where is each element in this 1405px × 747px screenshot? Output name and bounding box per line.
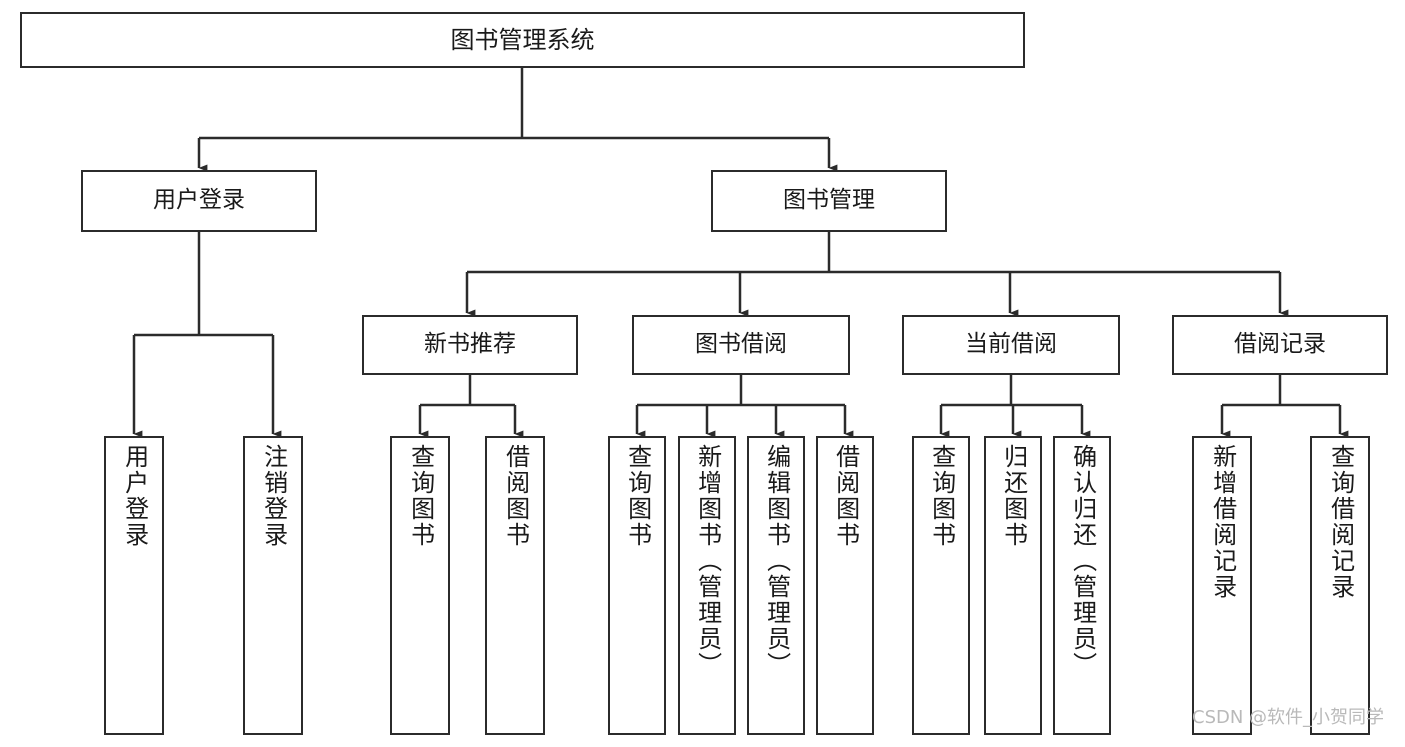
node-label-leaf-add-book: 新增图书（管理员） (693, 444, 722, 678)
node-label-borrow-record: 借阅记录 (1234, 331, 1326, 358)
node-leaf-query-book-3[interactable]: 查询图书 (912, 436, 970, 735)
node-new-book-rec[interactable]: 新书推荐 (362, 315, 578, 375)
node-root[interactable]: 图书管理系统 (20, 12, 1025, 68)
node-user-login[interactable]: 用户登录 (81, 170, 317, 232)
csdn-watermark: CSDN @软件_小贺同学 (1192, 707, 1385, 728)
node-leaf-edit-book[interactable]: 编辑图书（管理员） (747, 436, 805, 735)
node-label-leaf-user-logout: 注销登录 (259, 444, 288, 548)
node-label-leaf-query-book-1: 查询图书 (406, 444, 435, 548)
node-label-book-borrow: 图书借阅 (695, 331, 787, 358)
node-leaf-return-book[interactable]: 归还图书 (984, 436, 1042, 735)
node-label-new-book-rec: 新书推荐 (424, 331, 516, 358)
node-current-borrow[interactable]: 当前借阅 (902, 315, 1120, 375)
node-leaf-query-book-1[interactable]: 查询图书 (390, 436, 450, 735)
node-leaf-query-record[interactable]: 查询借阅记录 (1310, 436, 1370, 735)
node-label-leaf-query-book-2: 查询图书 (623, 444, 652, 548)
node-leaf-user-logout[interactable]: 注销登录 (243, 436, 303, 735)
node-label-root: 图书管理系统 (450, 25, 595, 54)
node-label-leaf-add-record: 新增借阅记录 (1208, 444, 1237, 600)
node-leaf-query-book-2[interactable]: 查询图书 (608, 436, 666, 735)
node-borrow-record[interactable]: 借阅记录 (1172, 315, 1388, 375)
node-label-leaf-query-book-3: 查询图书 (927, 444, 956, 548)
node-label-leaf-user-login: 用户登录 (120, 444, 149, 548)
node-leaf-add-record[interactable]: 新增借阅记录 (1192, 436, 1252, 735)
node-leaf-user-login[interactable]: 用户登录 (104, 436, 164, 735)
node-book-manage[interactable]: 图书管理 (711, 170, 947, 232)
edge-layer (132, 68, 1349, 438)
node-leaf-confirm-return[interactable]: 确认归还（管理员） (1053, 436, 1111, 735)
node-label-leaf-return-book: 归还图书 (999, 444, 1028, 548)
node-leaf-borrow-book-1[interactable]: 借阅图书 (485, 436, 545, 735)
node-label-leaf-borrow-book-1: 借阅图书 (501, 444, 530, 548)
node-label-user-login: 用户登录 (153, 187, 245, 214)
node-label-current-borrow: 当前借阅 (965, 331, 1057, 358)
node-label-leaf-edit-book: 编辑图书（管理员） (762, 444, 791, 678)
node-leaf-borrow-book-2[interactable]: 借阅图书 (816, 436, 874, 735)
node-book-borrow[interactable]: 图书借阅 (632, 315, 850, 375)
node-label-book-manage: 图书管理 (783, 187, 875, 214)
node-label-leaf-confirm-return: 确认归还（管理员） (1068, 444, 1097, 678)
node-label-leaf-borrow-book-2: 借阅图书 (831, 444, 860, 548)
node-leaf-add-book[interactable]: 新增图书（管理员） (678, 436, 736, 735)
node-label-leaf-query-record: 查询借阅记录 (1326, 444, 1355, 600)
